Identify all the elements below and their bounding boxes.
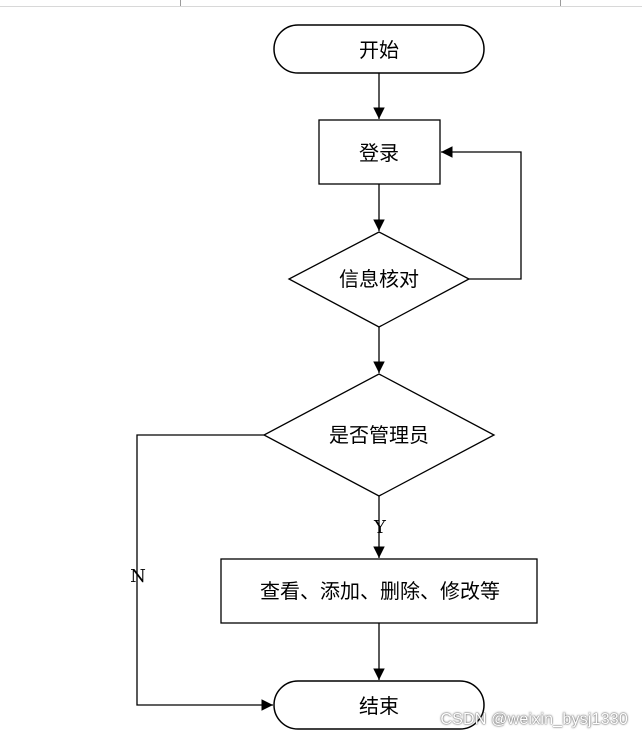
login-process-box	[318, 119, 441, 185]
no-edge-label: N	[130, 566, 146, 587]
end-label: 结束	[359, 694, 399, 718]
isadmin-label: 是否管理员	[329, 423, 429, 447]
verify-label: 信息核对	[339, 267, 419, 291]
end-terminator	[273, 680, 485, 730]
admin-actions-label: 查看、添加、删除、修改等	[260, 579, 500, 603]
start-label: 开始	[359, 38, 399, 62]
admin-actions-process-box	[220, 558, 538, 624]
watermark: CSDN @weixin_bysj1330	[440, 711, 628, 728]
ruler-tick	[560, 0, 561, 6]
ruler-tick	[180, 0, 181, 6]
connector-isadmin-end-no	[136, 434, 273, 711]
login-label: 登录	[359, 141, 399, 165]
yes-edge-label: Y	[373, 517, 387, 538]
page-top-ruler	[0, 0, 642, 7]
connector-verify-loop-login	[441, 146, 522, 280]
